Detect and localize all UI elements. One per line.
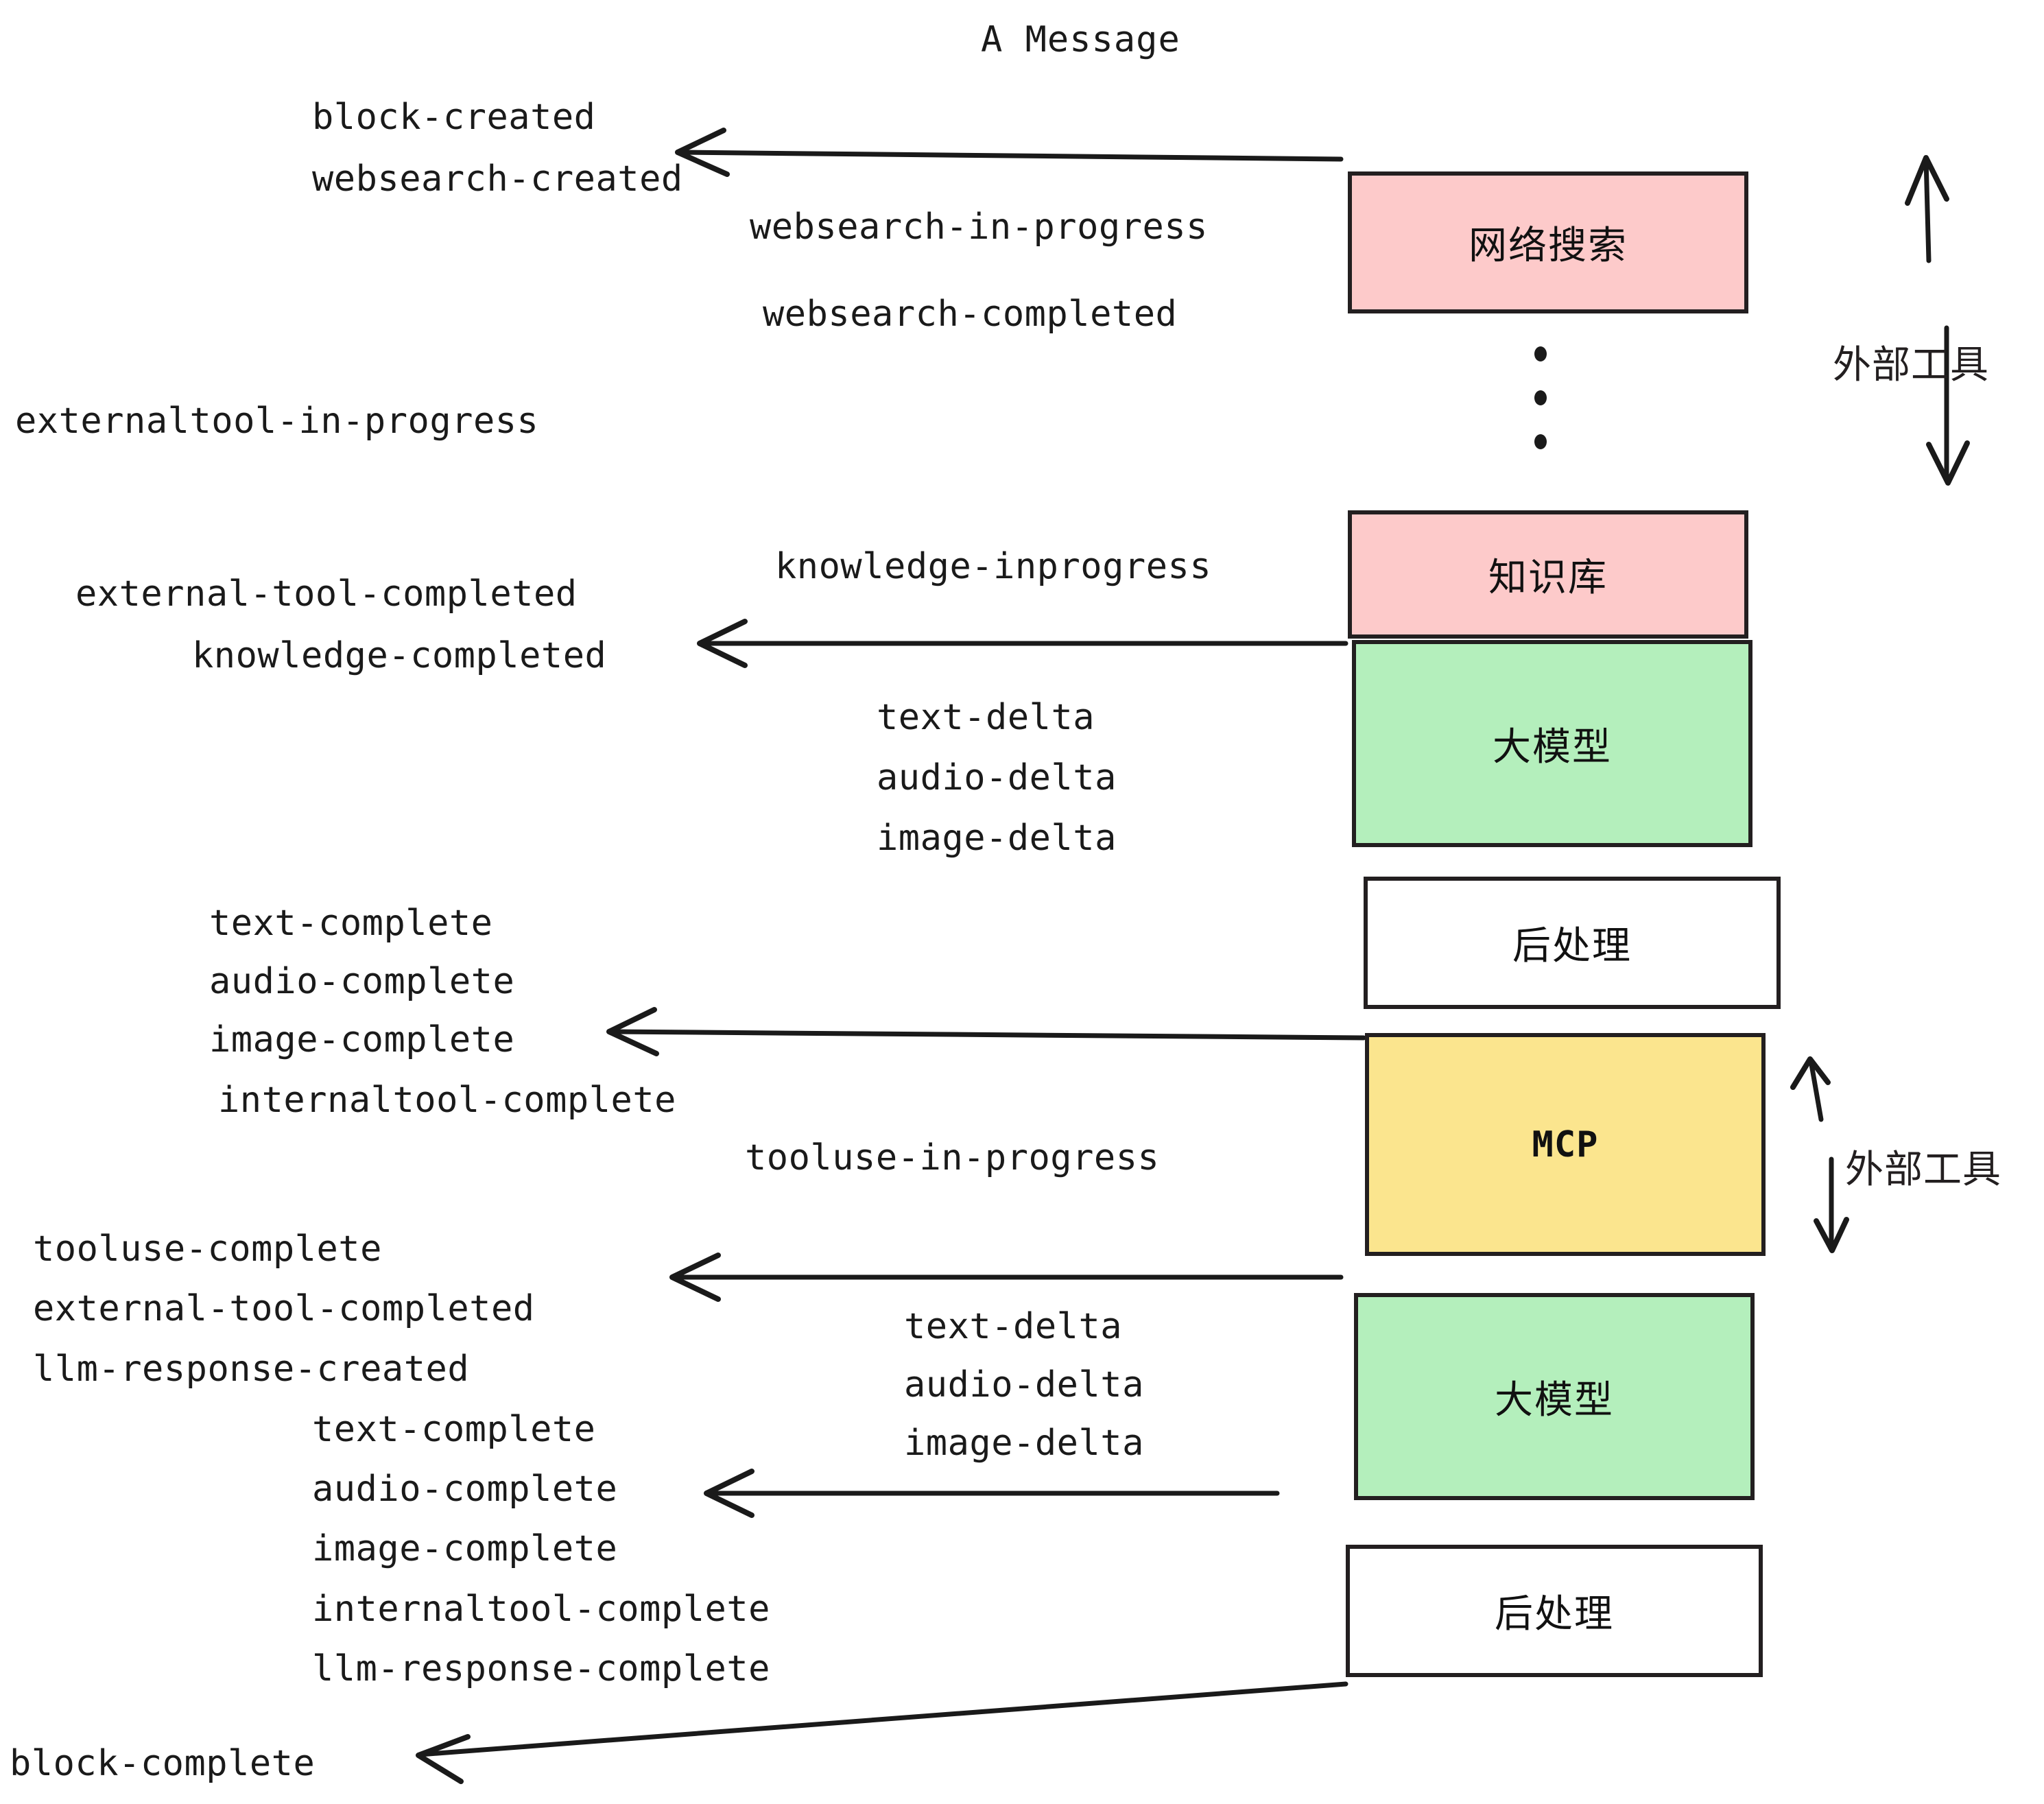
event-label: external-tool-completed <box>33 1288 535 1329</box>
arrow-mcp-to-tooluse-complete <box>669 1253 1344 1302</box>
event-label: websearch-completed <box>763 294 1178 335</box>
box-knowledge-label: 知识库 <box>1488 556 1608 600</box>
event-label: llm-response-complete <box>312 1648 770 1689</box>
box-postprocess-1-label: 后处理 <box>1512 924 1632 969</box>
box-llm-1-label: 大模型 <box>1493 724 1612 770</box>
event-label: audio-delta <box>877 757 1117 798</box>
ellipsis-dot <box>1534 434 1547 449</box>
box-knowledge[interactable]: 知识库 <box>1348 510 1748 639</box>
arrow-llm2-to-audio-complete <box>704 1469 1280 1518</box>
event-label: image-complete <box>209 1019 515 1060</box>
external-tool-down-arrow-1 <box>1926 325 1970 486</box>
event-label: image-delta <box>904 1423 1144 1464</box>
event-label: websearch-created <box>312 158 683 200</box>
diagram-title: A Message <box>981 19 1180 60</box>
event-label: image-complete <box>312 1528 618 1569</box>
event-label: websearch-in-progress <box>750 206 1208 248</box>
arrow-postprocess2-to-block-complete <box>416 1681 1348 1784</box>
box-llm-2[interactable]: 大模型 <box>1354 1293 1755 1500</box>
box-postprocess-1[interactable]: 后处理 <box>1364 877 1781 1009</box>
event-label: text-delta <box>877 697 1095 738</box>
event-label: block-complete <box>10 1743 316 1784</box>
external-tool-down-arrow-2 <box>1814 1156 1849 1253</box>
arrow-knowledge-to-completed <box>697 619 1348 668</box>
event-label: block-created <box>312 97 596 138</box>
box-postprocess-2[interactable]: 后处理 <box>1346 1545 1763 1677</box>
external-tool-up-arrow-2 <box>1790 1056 1831 1122</box>
group-label-external-tool-2: 外部工具 <box>1845 1148 2001 1192</box>
event-label: image-delta <box>877 818 1117 859</box>
box-postprocess-2-label: 后处理 <box>1495 1592 1614 1637</box>
box-websearch[interactable]: 网络搜索 <box>1348 171 1748 313</box>
event-label: text-complete <box>312 1409 596 1450</box>
box-llm-2-label: 大模型 <box>1495 1377 1614 1423</box>
group-label-external-tool-1: 外部工具 <box>1833 343 1989 388</box>
external-tool-up-arrow-1 <box>1905 155 1949 263</box>
event-label: externaltool-in-progress <box>15 401 539 442</box>
event-label: tooluse-complete <box>33 1229 382 1270</box>
arrow-postprocess1-to-image-complete <box>606 1007 1366 1056</box>
event-label: text-delta <box>904 1306 1123 1347</box>
arrow-websearch-to-block-created <box>675 128 1344 177</box>
event-label: llm-response-created <box>33 1349 470 1390</box>
event-label: tooluse-in-progress <box>745 1137 1160 1178</box>
event-label: audio-delta <box>904 1364 1144 1405</box>
box-websearch-label: 网络搜索 <box>1469 224 1628 268</box>
event-label: external-tool-completed <box>75 573 578 615</box>
event-label: audio-complete <box>209 961 515 1002</box>
event-label: internaltool-complete <box>218 1080 676 1121</box>
event-label: knowledge-inprogress <box>775 546 1212 587</box>
event-label: internaltool-complete <box>312 1589 770 1630</box>
ellipsis-dot <box>1534 346 1547 361</box>
box-mcp[interactable]: MCP <box>1365 1033 1766 1256</box>
event-label: text-complete <box>209 903 493 944</box>
event-label: knowledge-completed <box>192 635 607 676</box>
ellipsis-dot <box>1534 390 1547 405</box>
vertical-ellipsis-icon <box>1532 346 1549 449</box>
event-label: audio-complete <box>312 1469 618 1510</box>
box-mcp-label: MCP <box>1532 1124 1599 1165</box>
box-llm-1[interactable]: 大模型 <box>1352 640 1752 847</box>
